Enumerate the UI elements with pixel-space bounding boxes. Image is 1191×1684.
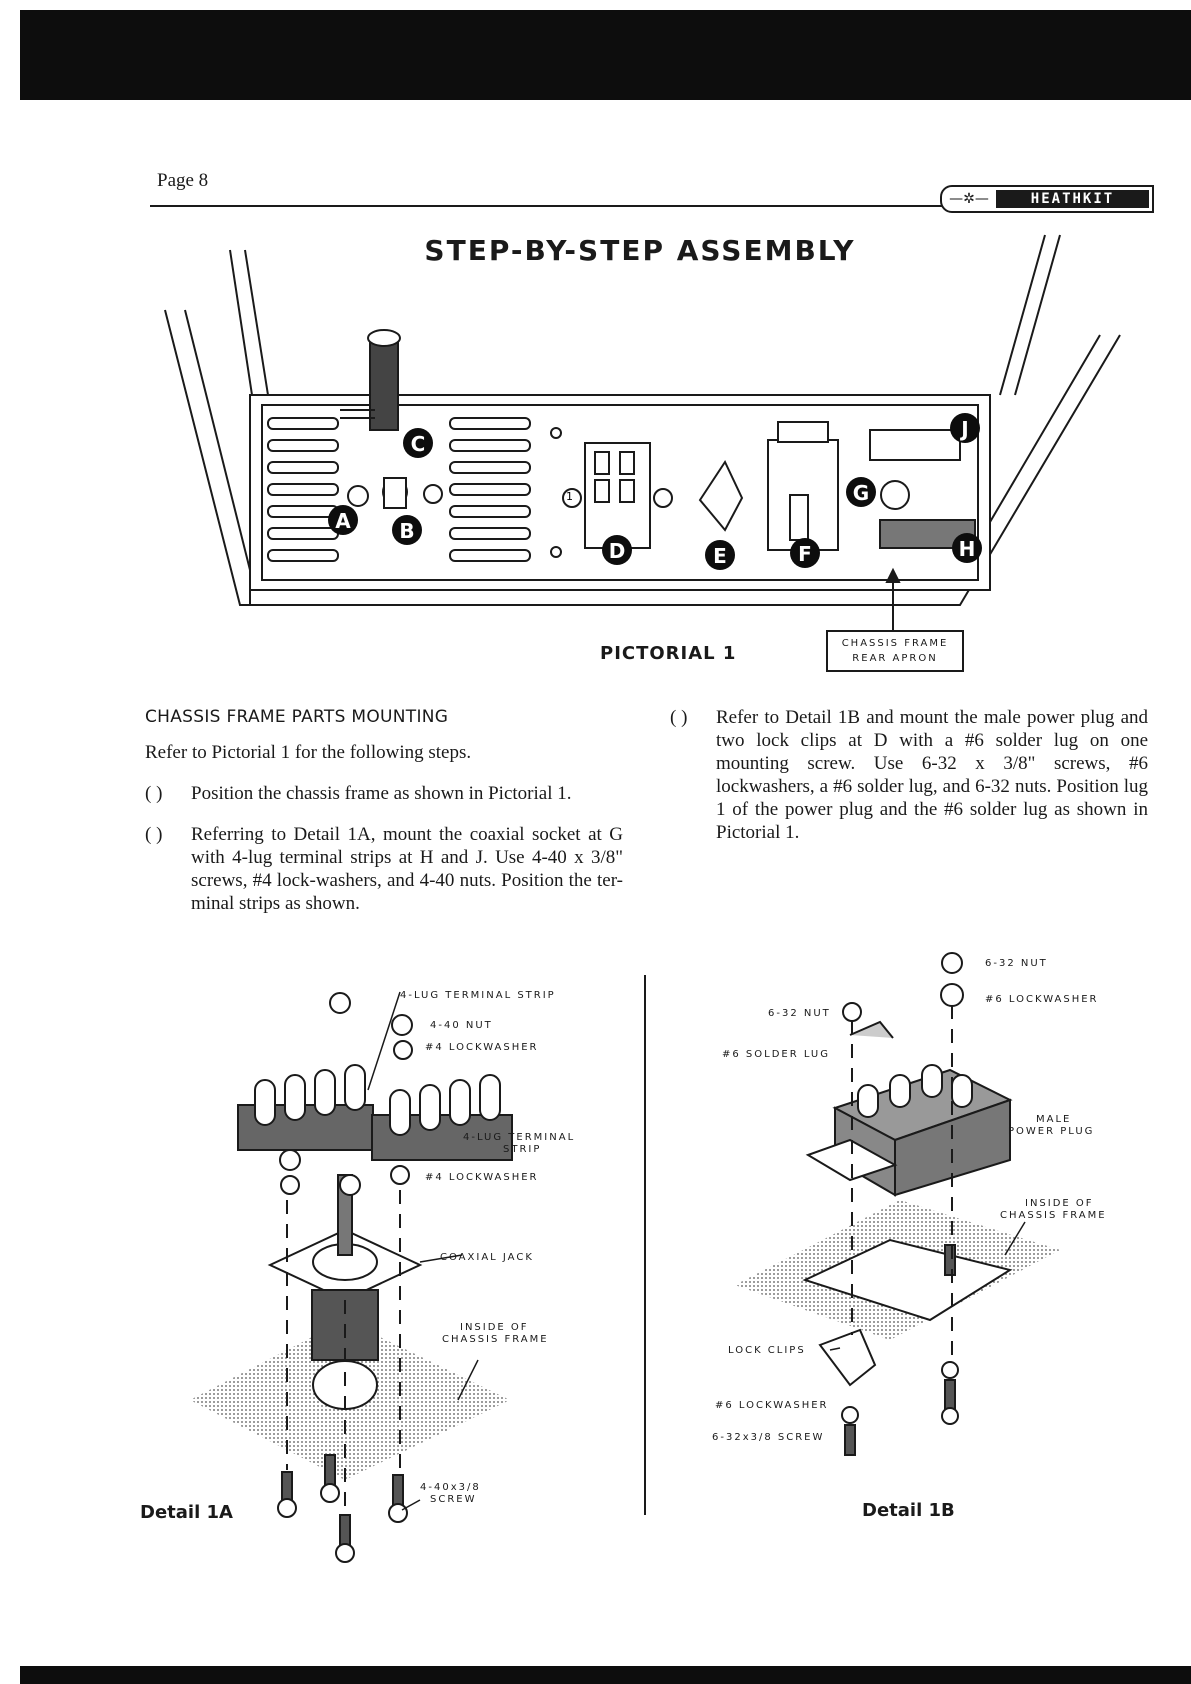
page-title: STEP-BY-STEP ASSEMBLY: [424, 234, 856, 267]
label-4-lockwasher-top: #4 LOCKWASHER: [425, 1042, 539, 1053]
logo-wordmark: HEATHKIT: [996, 190, 1149, 208]
step-item: ( ) Refer to Detail 1B and mount the mal…: [670, 706, 1148, 844]
label-screw-1a: SCREW: [430, 1494, 476, 1505]
lug-1-label: 1: [566, 490, 573, 503]
heathkit-logo: —✲— HEATHKIT: [940, 185, 1154, 213]
label-screw-size-1a: 4-40x3/8: [420, 1482, 481, 1493]
step-text: Referring to Detail 1A, mount the coaxia…: [191, 824, 623, 914]
detail-1b-illustration: [735, 952, 1060, 1456]
step-checkbox[interactable]: ( ): [145, 783, 163, 804]
label-4-lockwasher-mid: #4 LOCKWASHER: [425, 1172, 539, 1183]
page-number: Page 8: [157, 170, 209, 191]
marker-b: B: [399, 519, 414, 543]
marker-f: F: [798, 542, 812, 566]
callout-line-1: CHASSIS FRAME: [841, 638, 949, 649]
label-6-lockwasher-top: #6 LOCKWASHER: [985, 994, 1099, 1005]
marker-d: D: [609, 539, 626, 563]
detail-1b-leaders: [829, 1221, 1026, 1351]
marker-a: A: [335, 509, 351, 533]
step-text: Position the chassis frame as shown in P…: [191, 783, 572, 804]
marker-h: H: [959, 537, 976, 561]
rear-apron-callout: CHASSIS FRAME REAR APRON: [826, 630, 964, 672]
detail-1a-dash-lines: [286, 1190, 401, 1510]
bottom-black-bar: [20, 1666, 1191, 1684]
label-chassis-frame-1a: CHASSIS FRAME: [442, 1334, 549, 1345]
top-black-bar: [20, 10, 1191, 100]
pictorial-1-illustration: C A B D E F G H J 1: [164, 234, 1121, 630]
detail-1a-caption: Detail 1A: [140, 1502, 233, 1523]
label-6-32-screw: 6-32x3/8 SCREW: [712, 1432, 824, 1443]
step-checkbox[interactable]: ( ): [670, 707, 688, 728]
label-power-plug: POWER PLUG: [1008, 1126, 1094, 1137]
label-chassis-frame-1b: CHASSIS FRAME: [1000, 1210, 1107, 1221]
component-markers: C A B D E F G H J: [328, 413, 982, 570]
label-inside-of-1b: INSIDE OF: [1025, 1198, 1094, 1209]
marker-j: J: [959, 417, 968, 441]
marker-g: G: [853, 481, 869, 505]
cable-clamp-part: [340, 329, 401, 431]
label-lock-clips: LOCK CLIPS: [728, 1345, 806, 1356]
header-rule: [150, 205, 942, 207]
detail-1a-leaders: [367, 991, 479, 1511]
label-inside-of-1a: INSIDE OF: [460, 1322, 529, 1333]
marker-e: E: [713, 544, 727, 568]
label-male: MALE: [1036, 1114, 1071, 1125]
step-checkbox[interactable]: ( ): [145, 824, 163, 845]
callout-arrow: [885, 567, 901, 630]
label-4-lug-terminal-strip: 4-LUG TERMINAL STRIP: [400, 990, 556, 1001]
callout-line-2: REAR APRON: [852, 653, 938, 664]
label-4-lug-terminal-mid-2: STRIP: [503, 1144, 541, 1155]
detail-1b-dash-lines: [851, 1005, 953, 1365]
logo-emblem-icon: —✲—: [949, 191, 989, 207]
label-4-40-nut: 4-40 NUT: [430, 1020, 493, 1031]
step-text: Refer to Detail 1B and mount the male po…: [716, 707, 1148, 843]
ventilation-slots: [267, 417, 562, 562]
label-6-32-nut-top: 6-32 NUT: [985, 958, 1048, 969]
label-6-lockwasher-bottom: #6 LOCKWASHER: [715, 1400, 829, 1411]
label-6-solder-lug: #6 SOLDER LUG: [722, 1049, 830, 1060]
detail-1a-illustration: [190, 992, 513, 1563]
section-heading: CHASSIS FRAME PARTS MOUNTING: [145, 707, 449, 727]
label-4-lug-terminal-mid-1: 4-LUG TERMINAL: [463, 1132, 575, 1143]
label-6-32-nut-left: 6-32 NUT: [768, 1008, 831, 1019]
step-item: ( ) Position the chassis frame as shown …: [145, 782, 623, 805]
detail-divider: [644, 975, 646, 1515]
pictorial-caption: PICTORIAL 1: [600, 643, 737, 664]
right-text-column: ( ) Refer to Detail 1B and mount the mal…: [670, 706, 1148, 862]
marker-c: C: [411, 432, 426, 456]
intro-paragraph: Refer to Pictorial 1 for the following s…: [145, 742, 472, 763]
left-text-column: CHASSIS FRAME PARTS MOUNTING Refer to Pi…: [145, 706, 623, 933]
step-item: ( ) Referring to Detail 1A, mount the co…: [145, 823, 623, 915]
detail-1b-caption: Detail 1B: [862, 1500, 955, 1521]
label-coaxial-jack: COAXIAL JACK: [440, 1252, 534, 1263]
mounted-components: [347, 421, 976, 551]
